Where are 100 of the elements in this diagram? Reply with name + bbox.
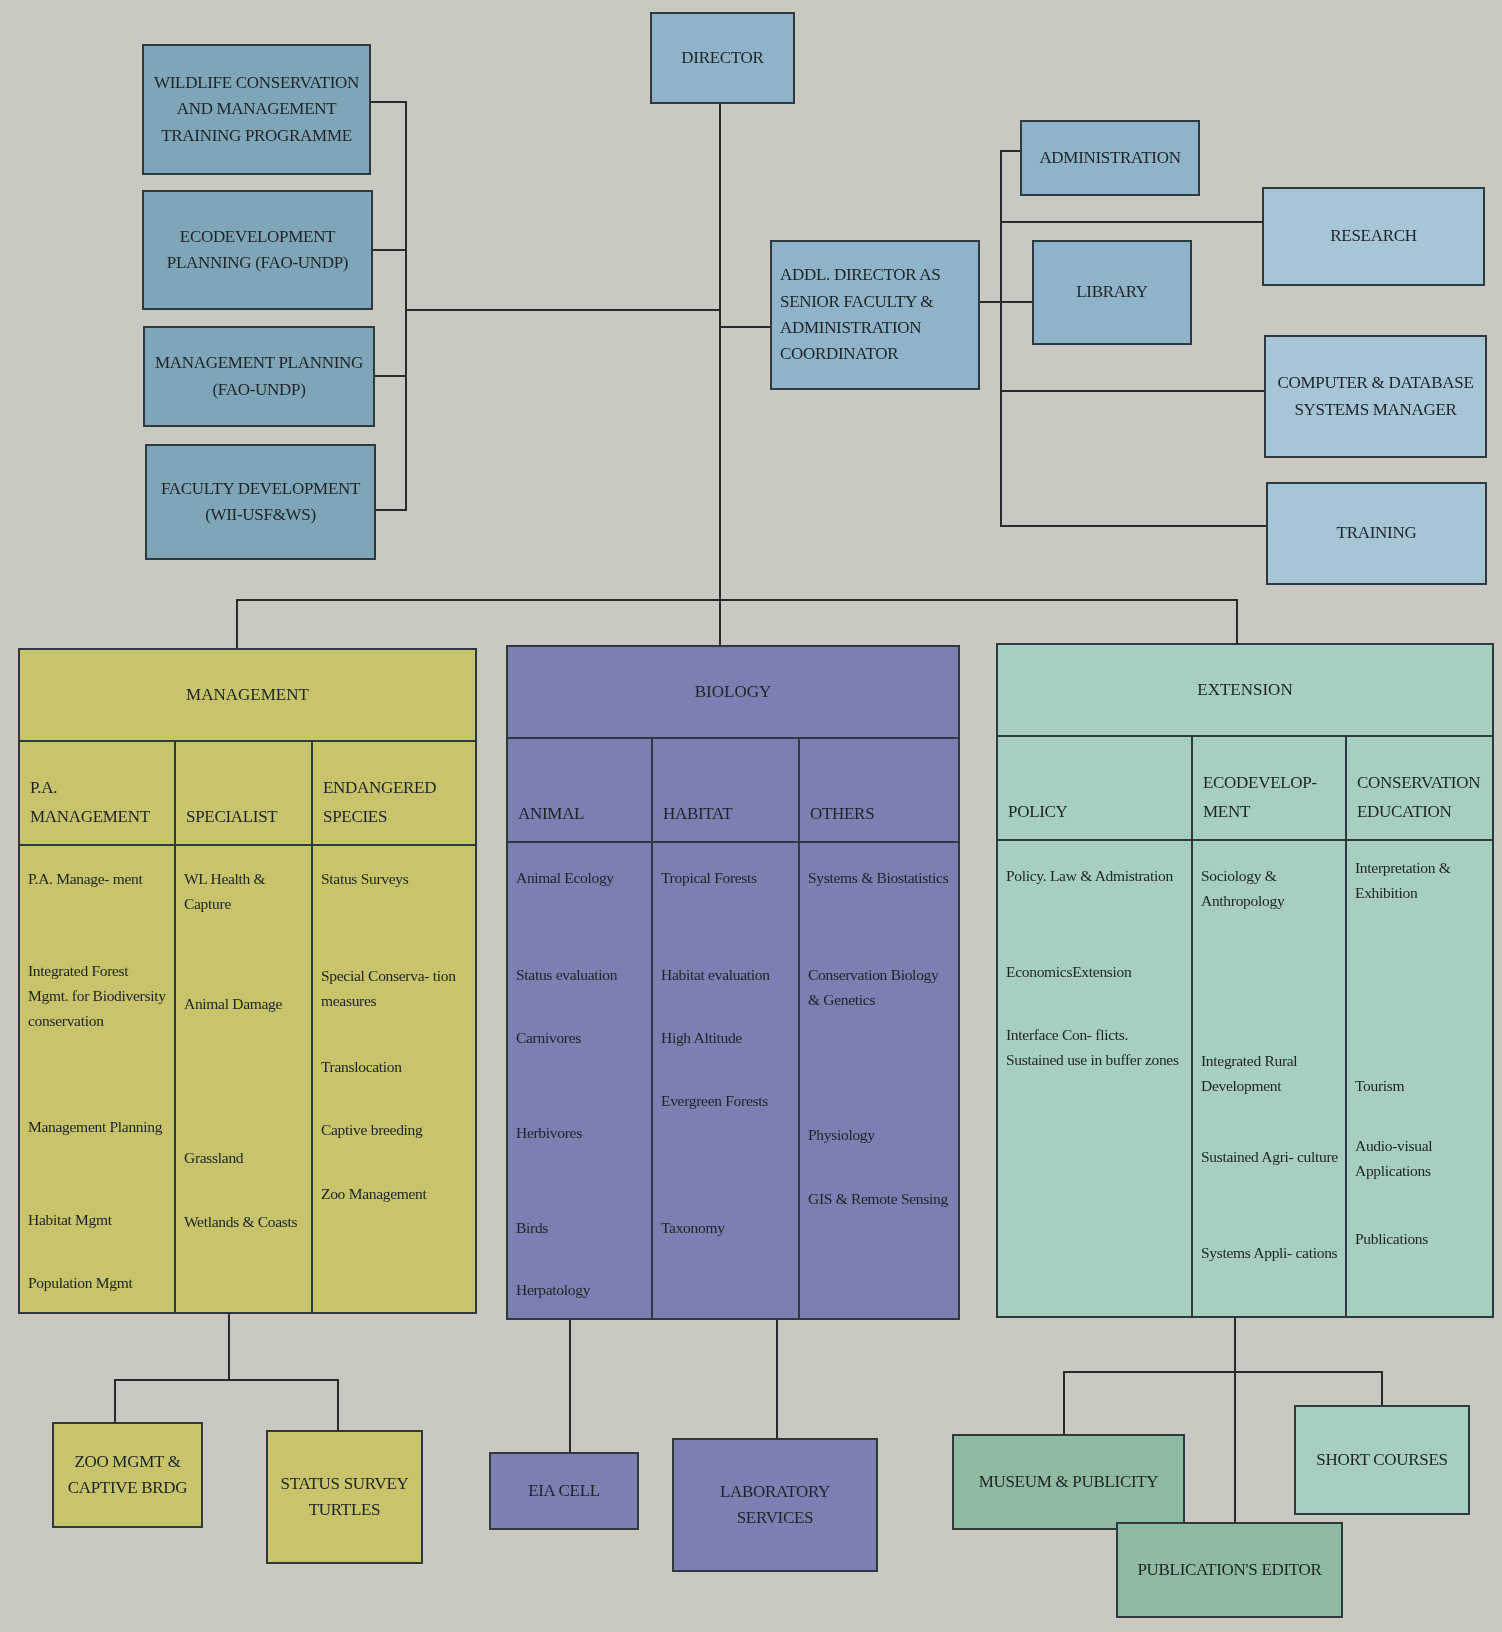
department-table [18,648,477,1314]
table-entry: EconomicsExtension [1006,962,1133,982]
column-heading: ECODEVELOP- MENT [1193,737,1345,841]
table-entry: Tourism [1355,1076,1406,1096]
position-box [650,12,795,104]
table-column [1193,737,1347,1316]
table-column [998,737,1193,1316]
table-entry: Zoo Management [321,1184,428,1204]
position-box [52,1422,203,1528]
box-label: LIBRARY [1076,281,1148,304]
table-entry: Herpatology [516,1280,592,1300]
table-entry: Publications [1355,1229,1430,1249]
table-entry: Captive breeding [321,1120,424,1140]
column-heading: HABITAT [653,739,798,843]
table-entry: GIS & Remote Sensing [808,1189,949,1209]
table-entry: Birds [516,1218,550,1238]
box-label: PUBLICATION'S EDITOR [1137,1558,1322,1581]
table-entry: Sociology & Anthropology [1201,866,1286,911]
box-label: ADMINISTRATION [1039,146,1181,169]
box-label: EIA CELL [528,1479,600,1502]
table-entry: Animal Damage [184,994,284,1014]
table-entry: Translocation [321,1057,403,1077]
box-label: STATUS SURVEY TURTLES [279,1472,410,1521]
box-label: LABORATORY SERVICES [718,1480,831,1529]
table-entry: Interface Con- flicts. Sustained use in buffer zones [1006,1025,1180,1070]
table-entry: Integrated Forest Mgmt. for Biodiversity conservation [28,961,167,1031]
position-box [1262,187,1485,286]
table-column [653,739,800,1318]
table-entry: Status Surveys [321,869,410,889]
box-label: COMPUTER & DATABASE SYSTEMS MANAGER [1276,372,1475,421]
table-column [508,739,653,1318]
table-entry: Taxonomy [661,1218,726,1238]
box-label: RESEARCH [1330,225,1417,248]
department-table [996,643,1494,1318]
box-label: TRAINING [1336,522,1417,545]
column-heading: OTHERS [800,739,958,843]
column-heading: SPECIALIST [176,742,311,846]
box-label: ECODEVELOPMENT PLANNING (FAO-UNDP) [165,225,350,274]
table-entry: WL Health & Capture [184,869,267,914]
table-entry: Special Conserva- tion measures [321,966,457,1011]
column-heading: POLICY [998,737,1191,841]
table-entry: P.A. Manage- ment [28,869,144,889]
position-box [770,240,980,390]
position-box [1020,120,1200,196]
connector-line [1234,1317,1236,1523]
box-label: MANAGEMENT PLANNING (FAO-UNDP) [154,352,364,401]
connector-line [569,1319,571,1453]
position-box [1032,240,1192,345]
table-entry: Systems & Biostatistics [808,868,950,888]
table-entry: Sustained Agri- culture [1201,1147,1339,1167]
position-box [142,44,371,175]
position-box [952,1434,1185,1530]
table-entry: Management Planning [28,1117,164,1137]
table-entry: Conservation Biology & Genetics [808,965,940,1010]
box-label: DIRECTOR [681,46,764,69]
position-box [145,444,376,560]
table-entry: Animal Ecology [516,868,615,888]
column-heading: ANIMAL [508,739,651,843]
table-column [20,742,176,1312]
column-heading: ENDANGERED SPECIES [313,742,475,846]
position-box [1116,1522,1343,1618]
department-title: EXTENSION [998,645,1492,737]
position-box [1294,1405,1470,1515]
connector-line [776,1319,778,1439]
position-box [489,1452,639,1530]
table-entry: Evergreen Forests [661,1091,769,1111]
column-heading: CONSERVATION EDUCATION [1347,737,1492,841]
table-entry: Integrated Rural Development [1201,1051,1299,1096]
table-entry: Policy. Law & Admistration [1006,866,1174,886]
table-entry: Population Mgmt [28,1273,134,1293]
position-box [142,190,373,310]
table-entry: Habitat evaluation [661,965,771,985]
table-entry: Herbivores [516,1123,583,1143]
box-label: MUSEUM & PUBLICITY [978,1470,1159,1493]
table-entry: Systems Appli- cations [1201,1243,1339,1263]
department-title: BIOLOGY [508,647,958,739]
position-box [143,326,375,427]
position-box [266,1430,423,1564]
table-entry: Interpretation & Exhibition [1355,858,1452,903]
box-label: ZOO MGMT & CAPTIVE BRDG [66,1450,189,1499]
position-box [672,1438,878,1572]
department-table [506,645,960,1320]
box-label: ADDL. DIRECTOR AS SENIOR FACULTY & ADMINISTRATION COORDINATOR [780,264,942,366]
table-entry: Tropical Forests [661,868,758,888]
table-entry: Status evaluation [516,965,619,985]
position-box [1266,482,1487,585]
department-title: MANAGEMENT [20,650,475,742]
table-entry: Physiology [808,1125,876,1145]
position-box [1264,335,1487,458]
connector-line [228,1313,339,1431]
table-entry: Audio-visual Applications [1355,1136,1434,1181]
box-label: SHORT COURSES [1316,1448,1448,1471]
table-column [176,742,313,1312]
column-heading: P.A. MANAGEMENT [20,742,174,846]
box-label: FACULTY DEVELOPMENT (WII-USF&WS) [159,477,362,526]
table-entry: High Altitude [661,1028,743,1048]
table-entry: Habitat Mgmt [28,1210,113,1230]
table-entry: Wetlands & Coasts [184,1212,299,1232]
box-label: WILDLIFE CONSERVATION AND MANAGEMENT TRAINING PROGRAMME [153,72,360,147]
table-entry: Carnivores [516,1028,582,1048]
